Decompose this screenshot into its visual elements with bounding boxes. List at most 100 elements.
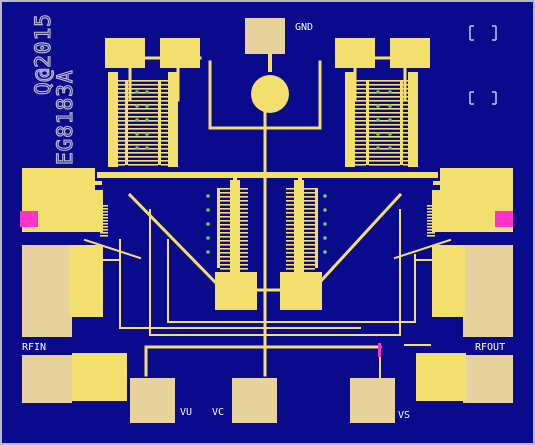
gate-finger xyxy=(220,248,230,250)
gate-finger xyxy=(161,120,168,122)
gate-finger xyxy=(161,88,168,90)
gate-finger xyxy=(304,256,315,258)
gate-finger xyxy=(355,104,366,106)
gate-finger xyxy=(427,211,435,213)
gate-finger xyxy=(161,128,168,130)
via-dot xyxy=(323,236,327,240)
gate-finger xyxy=(403,152,408,154)
gate-finger xyxy=(355,156,366,158)
bias-cap-left xyxy=(72,353,127,401)
gate-finger xyxy=(220,216,230,218)
gate-finger xyxy=(118,152,125,154)
vc-pad[interactable] xyxy=(232,378,277,423)
gate-finger xyxy=(286,228,294,230)
bias-pad-left[interactable] xyxy=(22,355,72,403)
vs-pad[interactable] xyxy=(350,378,395,423)
gate-finger xyxy=(427,208,435,210)
gate-finger xyxy=(355,112,366,114)
transistor-cells xyxy=(105,38,430,272)
gate-finger xyxy=(304,204,315,206)
gate-finger xyxy=(161,96,168,98)
gate-finger xyxy=(128,164,158,166)
rfout-pad[interactable] xyxy=(463,245,513,337)
gate-finger xyxy=(220,240,230,242)
gnd-via xyxy=(251,75,289,113)
gate-finger xyxy=(369,124,400,126)
gate-finger xyxy=(128,100,158,102)
gate-finger xyxy=(100,226,108,228)
gate-finger xyxy=(161,132,168,134)
gate-finger xyxy=(220,228,230,230)
gate-finger xyxy=(369,84,400,86)
gate-finger xyxy=(355,144,366,146)
via-dot xyxy=(323,194,327,198)
gate-finger xyxy=(369,140,400,142)
gate-finger xyxy=(118,160,125,162)
gate-finger xyxy=(355,92,366,94)
gate-finger xyxy=(304,244,315,246)
gate-finger xyxy=(118,116,125,118)
gate-finger xyxy=(220,256,230,258)
gate-finger xyxy=(128,160,158,162)
gate-finger xyxy=(240,200,248,202)
bias-cap-right xyxy=(416,353,466,401)
gate-finger xyxy=(369,112,400,114)
gnd-label: GND xyxy=(295,22,313,33)
via-dot xyxy=(376,146,380,150)
gate-finger xyxy=(240,192,248,194)
gate-finger xyxy=(118,164,125,166)
gate-finger xyxy=(304,248,315,250)
via-dot xyxy=(323,250,327,254)
gate-finger xyxy=(286,208,294,210)
gate-finger xyxy=(355,132,366,134)
via-dot xyxy=(145,90,149,94)
gate-finger xyxy=(369,120,400,122)
gate-finger xyxy=(118,100,125,102)
bond-pads xyxy=(20,18,513,423)
gate-finger xyxy=(128,148,158,150)
gate-finger xyxy=(161,108,168,110)
gate-finger xyxy=(403,140,408,142)
via-dot xyxy=(388,132,392,136)
gate-finger xyxy=(118,84,125,86)
gate-finger xyxy=(403,156,408,158)
via-dot xyxy=(135,146,139,150)
gate-finger xyxy=(286,220,294,222)
gnd-pad[interactable] xyxy=(245,18,285,54)
gate-finger xyxy=(403,148,408,150)
gate-finger xyxy=(355,100,366,102)
gate-finger xyxy=(355,152,366,154)
marking-part-number: EG8183A xyxy=(53,69,77,165)
gate-finger xyxy=(304,212,315,214)
gate-finger xyxy=(304,252,315,254)
gate-finger xyxy=(128,140,158,142)
gate-finger xyxy=(369,132,400,134)
gate-finger xyxy=(369,92,400,94)
gate-finger xyxy=(355,148,366,150)
vc-label: VC xyxy=(212,407,224,418)
gate-finger xyxy=(118,140,125,142)
bias-pad-right[interactable] xyxy=(463,355,513,403)
gate-finger xyxy=(161,136,168,138)
gate-finger xyxy=(128,124,158,126)
chip-marking: Q@2015 EG8183A xyxy=(30,13,77,166)
gate-finger xyxy=(286,256,294,258)
gate-finger xyxy=(304,268,315,270)
gate-finger xyxy=(161,100,168,102)
via-dot xyxy=(145,104,149,108)
rfin-pad[interactable] xyxy=(22,245,72,337)
gate-finger xyxy=(161,104,168,106)
gate-finger xyxy=(128,84,158,86)
gate-finger xyxy=(403,120,408,122)
pad-labels: GND RFIN RFOUT VU VC VS xyxy=(22,22,505,421)
via-dot xyxy=(135,118,139,122)
gate-finger xyxy=(403,108,408,110)
output-resistor xyxy=(495,211,513,227)
rfout-label: RFOUT xyxy=(475,342,505,353)
gate-finger xyxy=(286,224,294,226)
gate-finger xyxy=(286,216,294,218)
gate-finger xyxy=(118,80,125,82)
gate-finger xyxy=(161,148,168,150)
gate-finger xyxy=(355,116,366,118)
vu-pad[interactable] xyxy=(130,378,175,423)
